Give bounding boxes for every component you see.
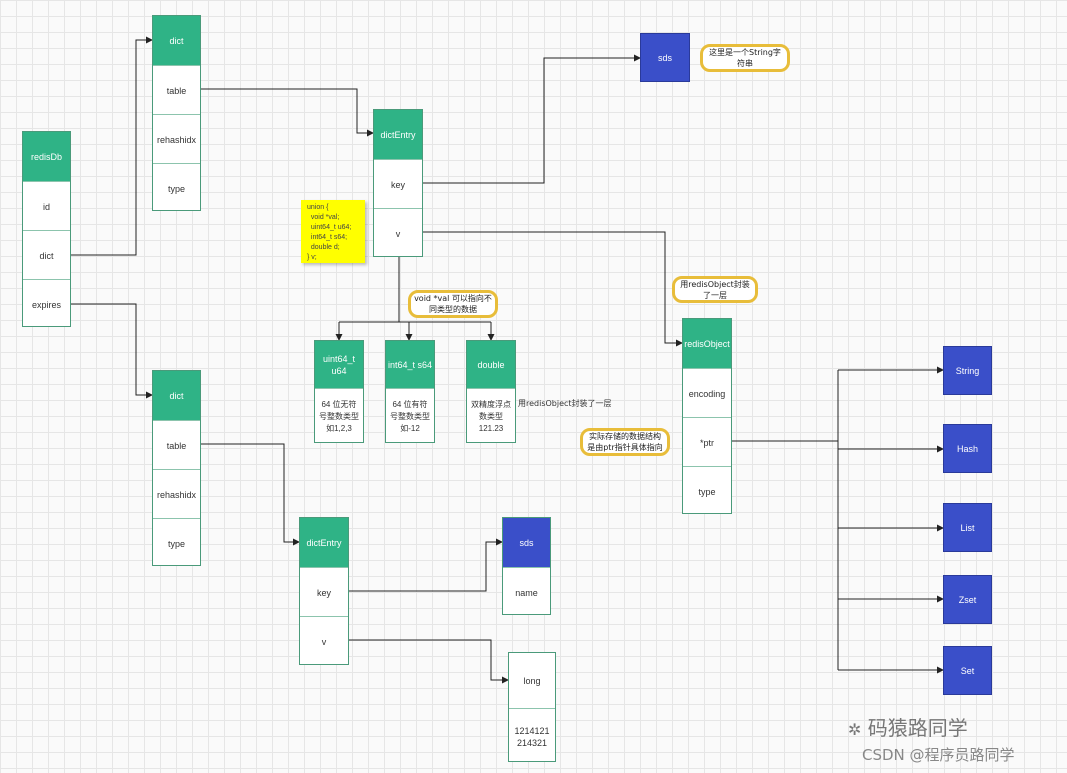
long-title: long bbox=[523, 675, 541, 686]
redisobject-field-type: type bbox=[683, 466, 731, 516]
int64-title: int64_t s64 bbox=[386, 341, 434, 388]
union-sticky-note: union { void *val; uint64_t u64; int64_t… bbox=[301, 200, 365, 263]
redisobject-field-ptr: *ptr bbox=[683, 417, 731, 467]
int64-struct: int64_t s64 64 位有符号整数类型 如-12 bbox=[385, 340, 435, 443]
union-line: uint64_t u64; bbox=[307, 224, 352, 231]
dict-struct-top: dict table rehashidx type bbox=[152, 15, 201, 211]
redisdb-field-id: id bbox=[23, 181, 70, 231]
dictentry-struct-top: dictEntry key v bbox=[373, 109, 423, 257]
union-line: int64_t s64; bbox=[307, 234, 348, 241]
redisdb-field-expires: expires bbox=[23, 279, 70, 329]
wechat-icon: ✲ bbox=[848, 720, 862, 739]
uint64-title: uint64_t u64 bbox=[315, 341, 363, 388]
double-desc: 双精度浮点数类型 121.23 bbox=[467, 388, 515, 445]
redisdb-title: redisDb bbox=[23, 132, 70, 181]
dict-field-type: type bbox=[153, 163, 200, 213]
int64-desc: 64 位有符号整数类型 如-12 bbox=[386, 388, 434, 445]
dict-title: dict bbox=[153, 16, 200, 65]
csdn-watermark: CSDN @程序员路同学 bbox=[862, 746, 1015, 764]
dictentry-struct-bottom: dictEntry key v bbox=[299, 517, 349, 665]
union-line: } v; bbox=[307, 254, 317, 261]
redisobject-field-encoding: encoding bbox=[683, 368, 731, 418]
dictentry-field-key: key bbox=[300, 567, 348, 617]
sds-box-top: sds bbox=[640, 33, 690, 82]
type-box-string: String bbox=[943, 346, 992, 395]
double-side-label: 用redisObject封装了一层 bbox=[518, 399, 612, 408]
dict-field-rehashidx: rehashidx bbox=[153, 469, 200, 519]
sds-field-name: name bbox=[503, 567, 550, 617]
dict-field-table: table bbox=[153, 420, 200, 470]
sds-string-note: 这里是一个String字符串 bbox=[700, 44, 790, 72]
dict-title: dict bbox=[153, 371, 200, 420]
uint64-struct: uint64_t u64 64 位无符号整数类型 如1,2,3 bbox=[314, 340, 364, 443]
redisobject-note: 用redisObject封装了一层 bbox=[672, 276, 758, 303]
dict-struct-bottom: dict table rehashidx type bbox=[152, 370, 201, 566]
long-value: 1214121214321 bbox=[509, 708, 555, 764]
type-box-zset: Zset bbox=[943, 575, 992, 624]
long-struct: long 1214121214321 bbox=[508, 652, 556, 762]
dictentry-field-key: key bbox=[374, 159, 422, 209]
union-line: void *val; bbox=[307, 214, 340, 221]
ptr-note: 实际存储的数据结构是由ptr指针具体指向 bbox=[580, 428, 670, 456]
redisdb-field-dict: dict bbox=[23, 230, 70, 280]
redisobject-struct: redisObject encoding *ptr type bbox=[682, 318, 732, 514]
union-line: union { bbox=[307, 204, 329, 211]
type-box-hash: Hash bbox=[943, 424, 992, 473]
double-title: double bbox=[467, 341, 515, 388]
double-struct: double 双精度浮点数类型 121.23 bbox=[466, 340, 516, 443]
dictentry-title: dictEntry bbox=[300, 518, 348, 567]
dictentry-title: dictEntry bbox=[374, 110, 422, 159]
dict-field-type: type bbox=[153, 518, 200, 568]
type-box-set: Set bbox=[943, 646, 992, 695]
redisobject-title: redisObject bbox=[683, 319, 731, 368]
void-val-note: void *val 可以指向不同类型的数据 bbox=[408, 290, 498, 318]
wechat-name: 码猿路同学 bbox=[867, 716, 968, 740]
dict-field-table: table bbox=[153, 65, 200, 115]
dict-field-rehashidx: rehashidx bbox=[153, 114, 200, 164]
redisdb-struct: redisDb id dict expires bbox=[22, 131, 71, 327]
union-line: double d; bbox=[307, 244, 340, 251]
uint64-desc: 64 位无符号整数类型 如1,2,3 bbox=[315, 388, 363, 445]
wechat-watermark: ✲ 码猿路同学 bbox=[848, 712, 968, 741]
dictentry-field-v: v bbox=[300, 616, 348, 667]
sds-title-text: sds bbox=[519, 537, 534, 548]
dictentry-field-v: v bbox=[374, 208, 422, 259]
sds-title: sds bbox=[503, 518, 550, 567]
sds-struct-bottom: sds name bbox=[502, 517, 551, 615]
type-box-list: List bbox=[943, 503, 992, 552]
